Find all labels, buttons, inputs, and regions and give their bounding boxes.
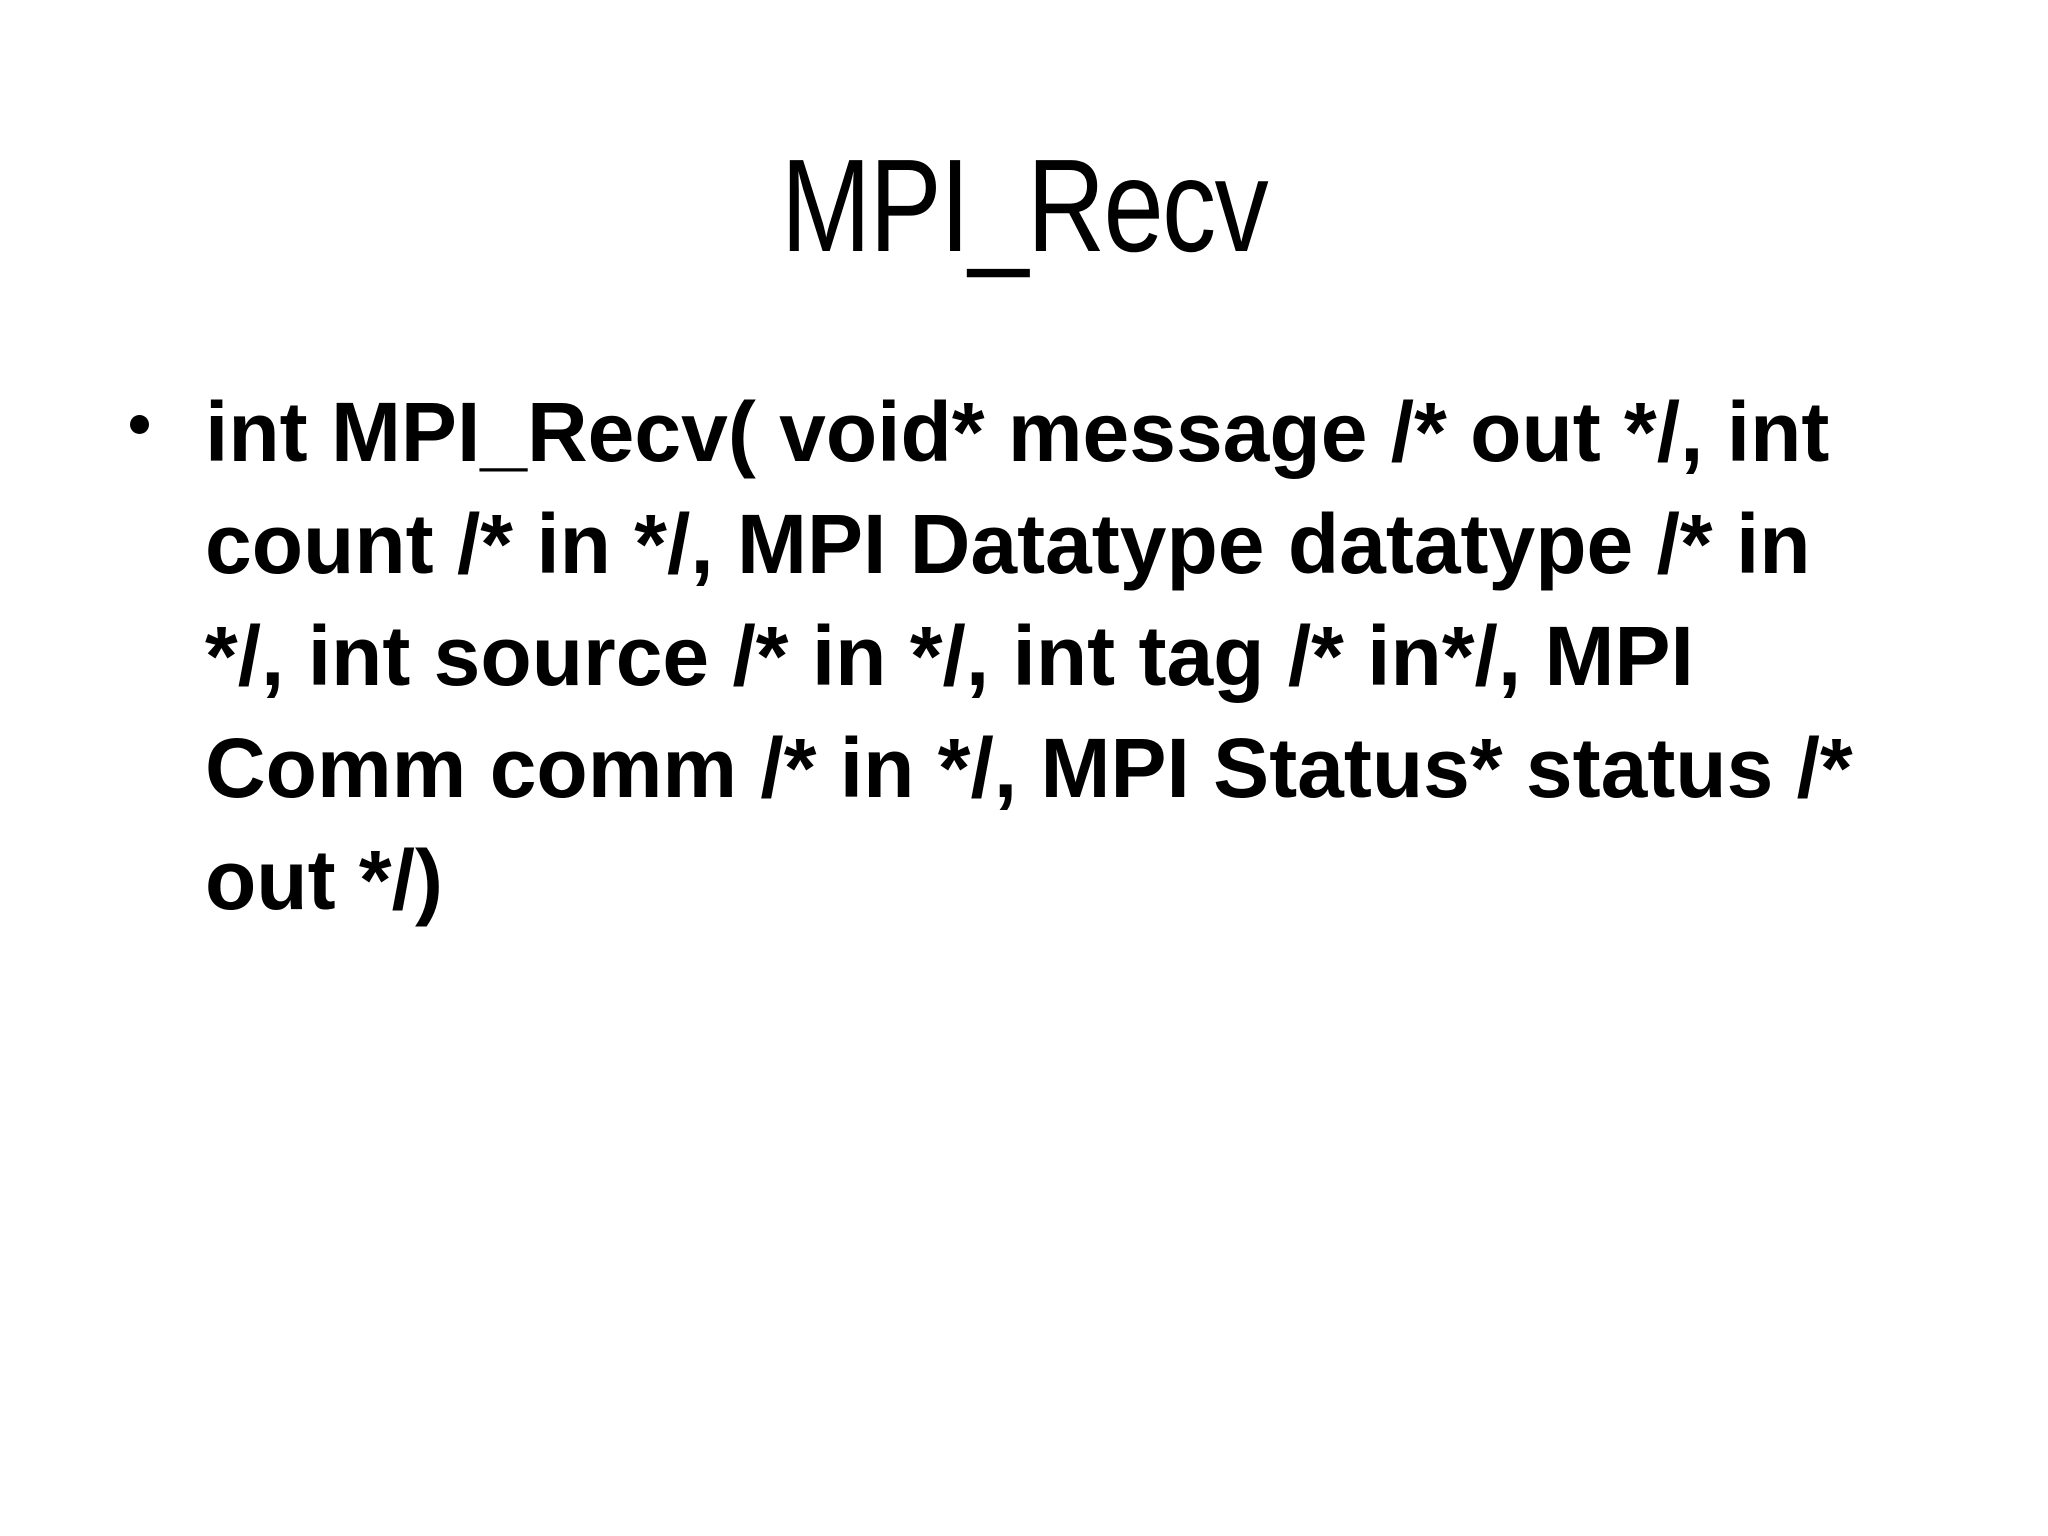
bullet-icon [130,415,149,434]
slide-title: MPI_Recv [780,132,1269,279]
bullet-text: int MPI_Recv( void* message /* out */, i… [205,385,1853,927]
bullet-item: int MPI_Recv( void* message /* out */, i… [130,376,1895,936]
